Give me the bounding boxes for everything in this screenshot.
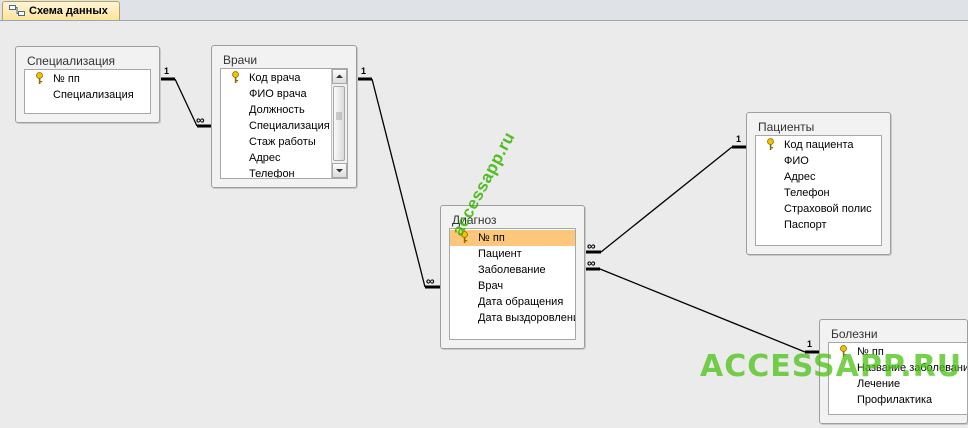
field-row[interactable]: Телефон xyxy=(221,166,347,179)
field-name: Дата выздоровления xyxy=(478,312,576,324)
rel-line-vrachi-diagnoz xyxy=(371,78,426,288)
rel-line-specializaciya-vrachi xyxy=(174,78,198,127)
field-name: Заболевание xyxy=(478,264,546,276)
field-row[interactable]: Должность xyxy=(221,102,347,118)
primary-key-icon xyxy=(36,72,43,84)
field-row[interactable]: Дата выздоровления xyxy=(450,310,575,326)
field-name: Врач xyxy=(478,280,504,292)
field-name: Страховой полис xyxy=(784,203,872,215)
field-name: Телефон xyxy=(249,168,295,179)
table-bolezni[interactable]: Болезни № пп Название заболевания Лечени… xyxy=(819,319,968,424)
table-pacienty[interactable]: Пациенты Код пациента ФИО Адрес Телефон … xyxy=(746,112,891,255)
field-row[interactable]: № пп xyxy=(25,71,150,87)
field-row[interactable]: Специализация xyxy=(25,87,150,103)
relationships-icon xyxy=(9,5,25,16)
field-row[interactable]: ФИО xyxy=(756,153,881,169)
field-name: № пп xyxy=(478,232,505,244)
field-name: Стаж работы xyxy=(249,136,316,148)
field-name: Код пациента xyxy=(784,139,854,151)
table-title: Пациенты xyxy=(758,120,815,134)
field-row[interactable]: № пп xyxy=(829,344,967,360)
field-list: № пп Пациент Заболевание Врач Дата обращ… xyxy=(449,228,576,340)
field-name: Адрес xyxy=(249,152,281,164)
cardinality-many-label: ∞ xyxy=(587,256,596,270)
field-row[interactable]: Страховой полис xyxy=(756,201,881,217)
field-name: Профилактика xyxy=(857,394,933,406)
field-name: № пп xyxy=(857,346,884,358)
field-row-selected[interactable]: № пп xyxy=(450,230,575,246)
field-name: Должность xyxy=(249,104,305,116)
rel-line-pacienty-diagnoz xyxy=(600,146,733,253)
field-row[interactable]: Телефон xyxy=(756,185,881,201)
field-name: Лечение xyxy=(857,378,901,390)
field-row[interactable]: Адрес xyxy=(756,169,881,185)
field-name: Название заболевания xyxy=(857,362,968,374)
primary-key-icon xyxy=(840,345,847,357)
grip-icon xyxy=(336,112,342,120)
field-row[interactable]: ФИО врача xyxy=(221,86,347,102)
field-row[interactable]: Дата обращения xyxy=(450,294,575,310)
rel-line-bolezni-diagnoz xyxy=(599,268,806,353)
table-specializaciya[interactable]: Специализация № пп Специализация xyxy=(15,46,160,123)
cardinality-many-label: ∞ xyxy=(587,239,596,253)
field-row[interactable]: Код пациента xyxy=(756,137,881,153)
scroll-thumb[interactable] xyxy=(333,86,345,161)
field-name: Специализация xyxy=(249,120,330,132)
primary-key-icon xyxy=(461,231,468,243)
field-name: ФИО врача xyxy=(249,88,307,100)
field-row[interactable]: Адрес xyxy=(221,150,347,166)
arrow-down-icon xyxy=(336,169,343,173)
table-title: Диагноз xyxy=(452,213,497,227)
field-row[interactable]: Стаж работы xyxy=(221,134,347,150)
field-name: Пациент xyxy=(478,248,522,260)
table-title: Специализация xyxy=(27,54,116,68)
field-name: Телефон xyxy=(784,187,830,199)
table-title: Врачи xyxy=(223,53,258,67)
field-list: № пп Специализация xyxy=(24,69,151,114)
cardinality-one-label: 1 xyxy=(807,339,813,349)
field-name: № пп xyxy=(53,73,80,85)
field-row[interactable]: Профилактика xyxy=(829,392,967,408)
vertical-scrollbar[interactable] xyxy=(331,69,347,178)
primary-key-icon xyxy=(767,138,774,150)
table-diagnoz[interactable]: Диагноз № пп Пациент Заболевание Врач Да… xyxy=(440,205,585,349)
arrow-up-icon xyxy=(336,74,343,78)
field-row[interactable]: Код врача xyxy=(221,70,347,86)
cardinality-one-label: 1 xyxy=(164,66,170,76)
cardinality-one-label: 1 xyxy=(361,66,367,76)
cardinality-one-label: 1 xyxy=(736,134,742,144)
field-row[interactable]: Пациент xyxy=(450,246,575,262)
field-list: Код пациента ФИО Адрес Телефон Страховой… xyxy=(755,135,882,246)
tab-data-schema[interactable]: Схема данных xyxy=(2,1,120,20)
field-row[interactable]: Название заболевания xyxy=(829,360,967,376)
field-name: Специализация xyxy=(53,89,134,101)
field-list: № пп Название заболевания Лечение Профил… xyxy=(828,342,968,415)
field-row[interactable]: Специализация xyxy=(221,118,347,134)
field-name: Адрес xyxy=(784,171,816,183)
primary-key-icon xyxy=(232,71,239,83)
field-row[interactable]: Лечение xyxy=(829,376,967,392)
cardinality-many-label: ∞ xyxy=(426,274,435,288)
scroll-down-button[interactable] xyxy=(332,163,347,178)
document-tab-bar: Схема данных xyxy=(0,0,968,21)
field-name: Паспорт xyxy=(784,219,827,231)
field-name: Код врача xyxy=(249,72,301,84)
cardinality-many-label: ∞ xyxy=(196,113,205,127)
watermark-text: ACCESSAPP.RU xyxy=(700,349,963,384)
field-row[interactable]: Заболевание xyxy=(450,262,575,278)
tab-label: Схема данных xyxy=(29,5,108,17)
field-row[interactable]: Паспорт xyxy=(756,217,881,233)
field-row[interactable]: Врач xyxy=(450,278,575,294)
field-name: ФИО xyxy=(784,155,809,167)
field-list: Код врача ФИО врача Должность Специализа… xyxy=(220,68,348,179)
field-name: Дата обращения xyxy=(478,296,564,308)
table-title: Болезни xyxy=(831,327,878,341)
table-vrachi[interactable]: Врачи Код врача ФИО врача Должность Спец… xyxy=(211,45,357,188)
scroll-up-button[interactable] xyxy=(332,69,347,84)
